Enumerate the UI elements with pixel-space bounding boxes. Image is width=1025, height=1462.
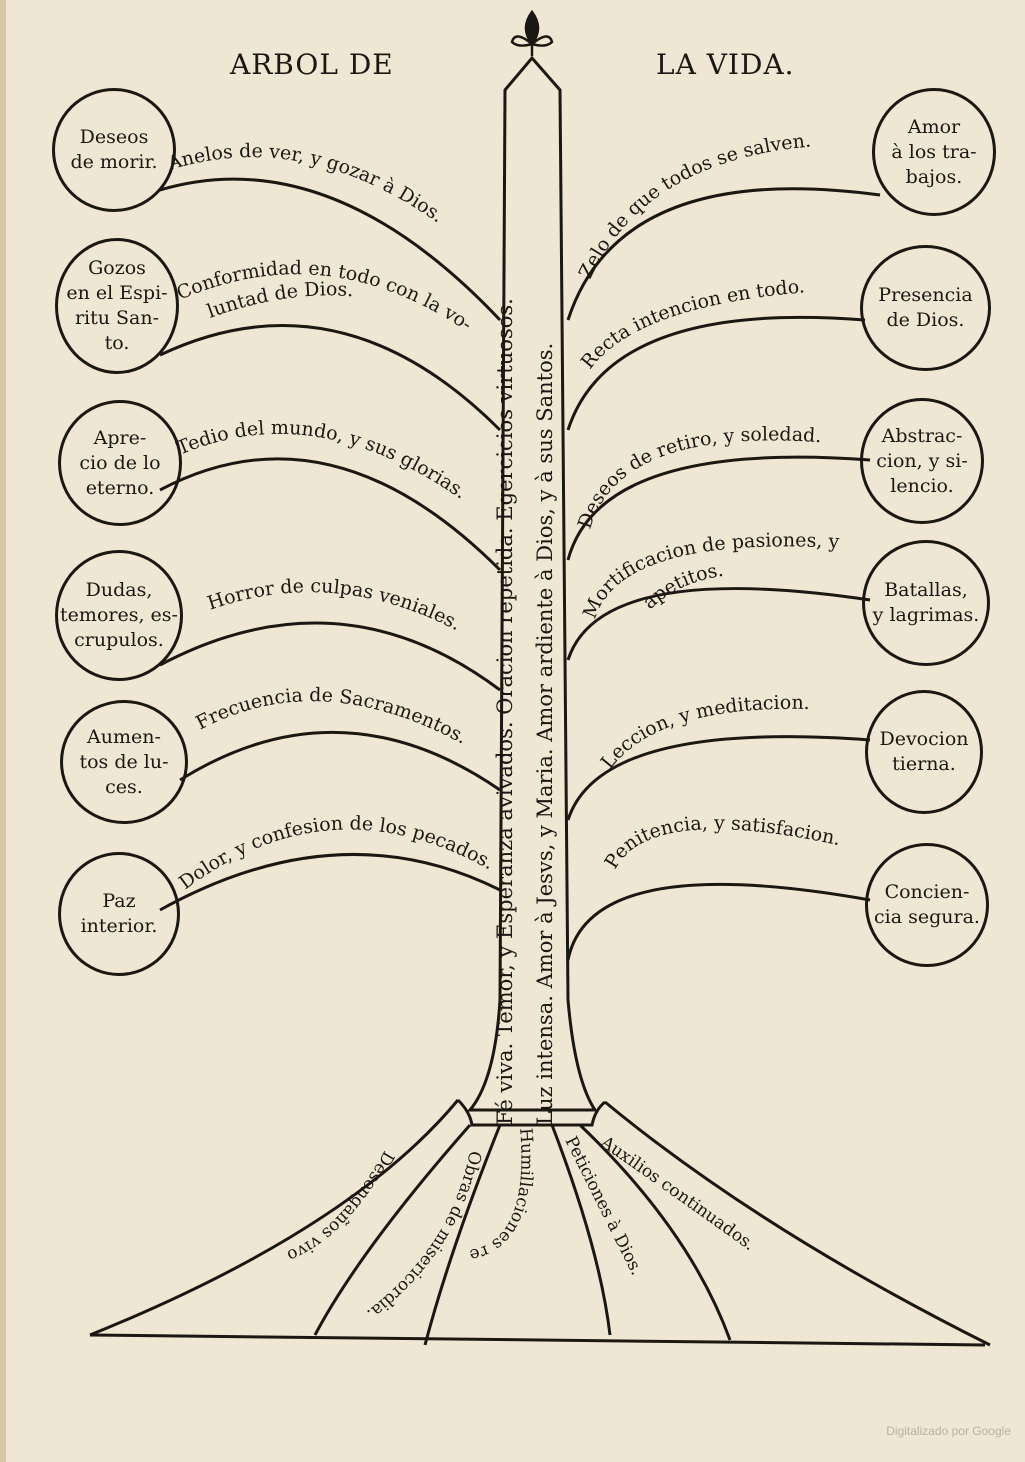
right-branch-5 xyxy=(566,735,871,821)
right-branch-3 xyxy=(566,455,871,561)
roots xyxy=(89,1099,991,1347)
root-4 xyxy=(578,1123,732,1341)
left-leaf-6: Paz interior. xyxy=(58,852,180,976)
root-3 xyxy=(550,1124,612,1336)
left-leaf-3: Apre- cio de lo eterno. xyxy=(58,400,182,526)
root-outer-left xyxy=(89,1099,460,1337)
right-branches xyxy=(566,187,881,961)
left-leaf-2-text: Gozos en el Espi- ritu San- to. xyxy=(66,257,168,354)
trunk-base xyxy=(456,1098,606,1127)
left-leaf-4-text: Dudas, temores, es- crupulos. xyxy=(60,579,178,651)
left-leaf-4: Dudas, temores, es- crupulos. xyxy=(55,550,183,681)
left-branch-label-1: Anelos de ver, y gozar à Dios. xyxy=(164,140,447,227)
left-leaf-5-text: Aumen- tos de lu- ces. xyxy=(79,725,169,798)
left-leaf-5: Aumen- tos de lu- ces. xyxy=(60,700,188,824)
svg-text:Frecuencia de Sacramentos.: Frecuencia de Sacramentos. xyxy=(192,684,471,748)
svg-text:Anelos de ver, y gozar à Dios.: Anelos de ver, y gozar à Dios. xyxy=(164,140,447,227)
title-right: LA VIDA. xyxy=(656,48,795,81)
right-branch-label-2: Recta intencion en todo. xyxy=(577,275,806,373)
page-edge xyxy=(0,0,6,1462)
left-branch-5 xyxy=(179,731,501,792)
root-2 xyxy=(423,1124,502,1346)
left-leaf-2: Gozos en el Espi- ritu San- to. xyxy=(55,238,179,374)
right-leaf-6: Concien- cia segura. xyxy=(865,843,989,967)
root-1 xyxy=(313,1124,472,1336)
right-branch-label-3: Deseos de retiro, y soledad. xyxy=(574,423,823,531)
right-branch-1 xyxy=(566,187,881,321)
right-leaf-2: Presencia de Dios. xyxy=(860,245,991,371)
right-branch-label-1: Zelo de que todos se salven. xyxy=(575,130,812,283)
left-leaf-1: Deseos de morir. xyxy=(52,88,176,212)
right-leaf-5-text: Devocion tierna. xyxy=(879,728,969,775)
right-branch-label-6: Penitencia, y satisfacion. xyxy=(600,812,842,872)
svg-text:Penitencia, y satisfacion.: Penitencia, y satisfacion. xyxy=(600,812,842,872)
left-branches xyxy=(159,177,502,912)
title-left: ARBOL DE xyxy=(230,48,394,81)
left-leaf-6-text: Paz interior. xyxy=(80,890,158,937)
left-leaf-3-text: Apre- cio de lo eterno. xyxy=(79,426,161,499)
right-leaf-4: Batallas, y lagrimas. xyxy=(862,540,990,666)
right-leaf-5: Devocion tierna. xyxy=(865,690,983,814)
svg-text:Tedio del mundo, y sus glorias: Tedio del mundo, y sus glorias. xyxy=(174,417,471,504)
trunk-text-left: Fé viva. Temor, y Esperanza avivados. Or… xyxy=(493,298,517,1125)
right-leaf-1-text: Amor à los tra- bajos. xyxy=(891,115,977,188)
right-branch-2 xyxy=(566,315,866,431)
svg-text:Deseos de retiro, y soledad.: Deseos de retiro, y soledad. xyxy=(574,423,823,531)
right-leaf-2-text: Presencia de Dios. xyxy=(878,284,973,331)
finial-ornament xyxy=(510,9,554,56)
left-branch-label-3: Tedio del mundo, y sus glorias. xyxy=(174,417,471,504)
trunk-line-2: Luz intensa. Amor à Jesvs, y Maria. Amor… xyxy=(533,343,557,1125)
left-branch-2 xyxy=(159,324,502,432)
ground-line xyxy=(89,1333,986,1347)
trunk-text-right: Luz intensa. Amor à Jesvs, y Maria. Amor… xyxy=(533,343,557,1125)
svg-text:Horror de culpas veniales.: Horror de culpas veniales. xyxy=(205,575,465,635)
left-leaf-1-text: Deseos de morir. xyxy=(70,126,158,173)
right-leaf-6-text: Concien- cia segura. xyxy=(874,881,980,928)
trunk xyxy=(466,55,598,1112)
right-branch-4 xyxy=(566,587,871,661)
left-branch-1 xyxy=(159,177,502,322)
right-leaf-3: Abstrac- cion, y si- lencio. xyxy=(860,398,984,524)
right-leaf-3-text: Abstrac- cion, y si- lencio. xyxy=(876,424,968,497)
left-branch-label-5: Frecuencia de Sacramentos. xyxy=(192,684,471,748)
svg-text:Zelo de que todos se salven.: Zelo de que todos se salven. xyxy=(575,130,812,283)
svg-text:Recta intencion en todo.: Recta intencion en todo. xyxy=(577,275,806,373)
left-branch-4 xyxy=(159,621,501,692)
left-branch-label-4: Horror de culpas veniales. xyxy=(205,575,465,635)
right-leaf-4-text: Batallas, y lagrimas. xyxy=(872,579,980,626)
root-outer-right xyxy=(604,1100,991,1347)
right-branch-6 xyxy=(566,882,871,961)
left-branch-3 xyxy=(159,457,502,572)
watermark: Digitalizado por Google xyxy=(886,1424,1011,1438)
left-branch-6 xyxy=(159,852,501,912)
right-leaf-1: Amor à los tra- bajos. xyxy=(872,88,996,216)
trunk-line-1: Fé viva. Temor, y Esperanza avivados. Or… xyxy=(493,298,517,1125)
